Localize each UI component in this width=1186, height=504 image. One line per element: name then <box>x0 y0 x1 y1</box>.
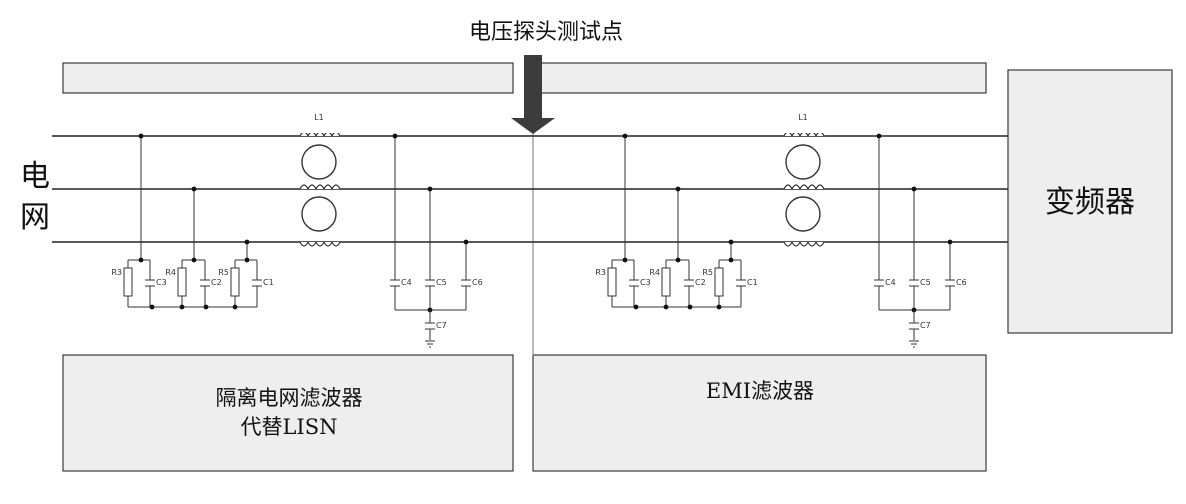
grid-label-top: 电 <box>20 159 50 194</box>
capacitor-label-c7: C7 <box>920 321 931 330</box>
vfd-label: 变频器 <box>1045 185 1135 220</box>
resistor-r4 <box>661 267 671 297</box>
junction-dot <box>911 186 917 192</box>
left-top-box <box>62 62 514 94</box>
junction-dot <box>663 304 669 310</box>
junction-dot <box>633 304 639 310</box>
capacitor-label-c3: C3 <box>640 278 651 287</box>
coil-gap <box>781 128 831 133</box>
junction-dot <box>876 133 882 139</box>
inductor-coil <box>783 184 825 191</box>
resistor-r5 <box>230 267 240 297</box>
capacitor-label-c4: C4 <box>885 278 896 287</box>
junction-dot <box>622 133 628 139</box>
right-top-box <box>532 62 987 94</box>
resistor-r4 <box>177 267 187 297</box>
resistor-label-r3: R3 <box>595 268 606 277</box>
junction-dot <box>728 239 734 245</box>
junction-dot <box>232 304 238 310</box>
resistor-r5 <box>714 267 724 297</box>
inductor-coil <box>783 240 825 247</box>
inductor-core <box>301 144 337 180</box>
inductor-coil <box>299 240 341 247</box>
circuit-area <box>0 94 1005 356</box>
junction-dot <box>427 186 433 192</box>
capacitor-label-c6: C6 <box>956 278 967 287</box>
resistor-label-r4: R4 <box>165 268 176 277</box>
resistor-r3 <box>123 267 133 297</box>
junction-dot <box>716 304 722 310</box>
capacitor-label-c2: C2 <box>211 278 222 287</box>
junction-dot <box>179 304 185 310</box>
junction-dot <box>244 239 250 245</box>
right-bottom-box <box>532 354 987 472</box>
capacitor-label-c1: C1 <box>263 278 274 287</box>
junction-dot <box>675 257 681 263</box>
junction-dot <box>191 257 197 263</box>
inductor-core <box>301 196 337 232</box>
junction-dot <box>244 257 250 263</box>
capacitor-label-c6: C6 <box>472 278 483 287</box>
resistor-label-r4: R4 <box>649 268 660 277</box>
resistor-label-r3: R3 <box>111 268 122 277</box>
junction-dot <box>191 186 197 192</box>
capacitor-label-c2: C2 <box>695 278 706 287</box>
right-box-label: EMI滤波器 <box>706 379 814 403</box>
inductor-label: L1 <box>798 113 808 122</box>
coil-gap <box>297 128 347 133</box>
capacitor-label-c1: C1 <box>747 278 758 287</box>
resistor-label-r5: R5 <box>218 268 229 277</box>
junction-dot <box>947 239 953 245</box>
vfd-box <box>1007 69 1173 334</box>
junction-dot <box>138 133 144 139</box>
capacitor-label-c5: C5 <box>920 278 931 287</box>
junction-dot <box>622 257 628 263</box>
junction-dot <box>675 186 681 192</box>
junction-dot <box>392 133 398 139</box>
resistor-r3 <box>607 267 617 297</box>
capacitor-label-c4: C4 <box>401 278 412 287</box>
left-box-label-1: 隔离电网滤波器 <box>216 386 363 410</box>
inductor-core <box>785 196 821 232</box>
junction-dot <box>463 239 469 245</box>
junction-dot <box>138 257 144 263</box>
probe-arrow-icon <box>511 55 555 134</box>
capacitor-label-c7: C7 <box>436 321 447 330</box>
inductor-core <box>785 144 821 180</box>
left-bottom-box <box>62 354 514 472</box>
junction-dot <box>149 304 155 310</box>
junction-dot <box>203 304 209 310</box>
capacitor-label-c5: C5 <box>436 278 447 287</box>
grid-label-bottom: 网 <box>20 200 50 235</box>
inductor-label: L1 <box>314 113 324 122</box>
probe-test-point-title: 电压探头测试点 <box>469 20 623 45</box>
resistor-label-r5: R5 <box>702 268 713 277</box>
capacitor-label-c3: C3 <box>156 278 167 287</box>
junction-dot <box>687 304 693 310</box>
junction-dot <box>728 257 734 263</box>
left-box-label-2: 代替LISN <box>240 415 337 439</box>
inductor-coil <box>299 184 341 191</box>
